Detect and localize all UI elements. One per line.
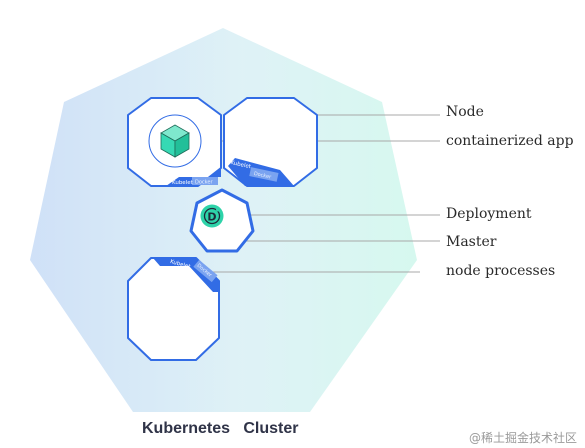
node-1-tag: Kubelet Docker (166, 168, 221, 186)
deployment-letter: D (207, 211, 216, 224)
watermark: @稀土掘金技术社区 (468, 431, 577, 445)
cube-icon (160, 124, 190, 158)
app-ring (148, 114, 202, 168)
containerized-app-label: containerized app (446, 133, 574, 149)
master-label: Master (446, 234, 497, 250)
node-2: Kubelet Docker (223, 97, 318, 187)
docker-tag-2: Docker (253, 171, 272, 181)
kubelet-tag-1: Kubelet (172, 180, 194, 186)
deployment-label: Deployment (446, 206, 532, 222)
master: D (189, 188, 255, 253)
deployment-icon: D (200, 204, 224, 228)
node-label: Node (446, 104, 484, 120)
cluster-title: Kubernetes Cluster (142, 420, 299, 437)
docker-tag-1: Docker (195, 180, 213, 186)
node-3: Kubelet Docker (127, 257, 220, 361)
node-processes-label: node processes (446, 263, 556, 279)
kubelet-tag-3: Kubelet (169, 259, 191, 270)
node-2-tag: Kubelet Docker (228, 158, 294, 186)
kubelet-tag-2: Kubelet (230, 160, 252, 170)
node-1: Kubelet Docker (127, 97, 222, 187)
